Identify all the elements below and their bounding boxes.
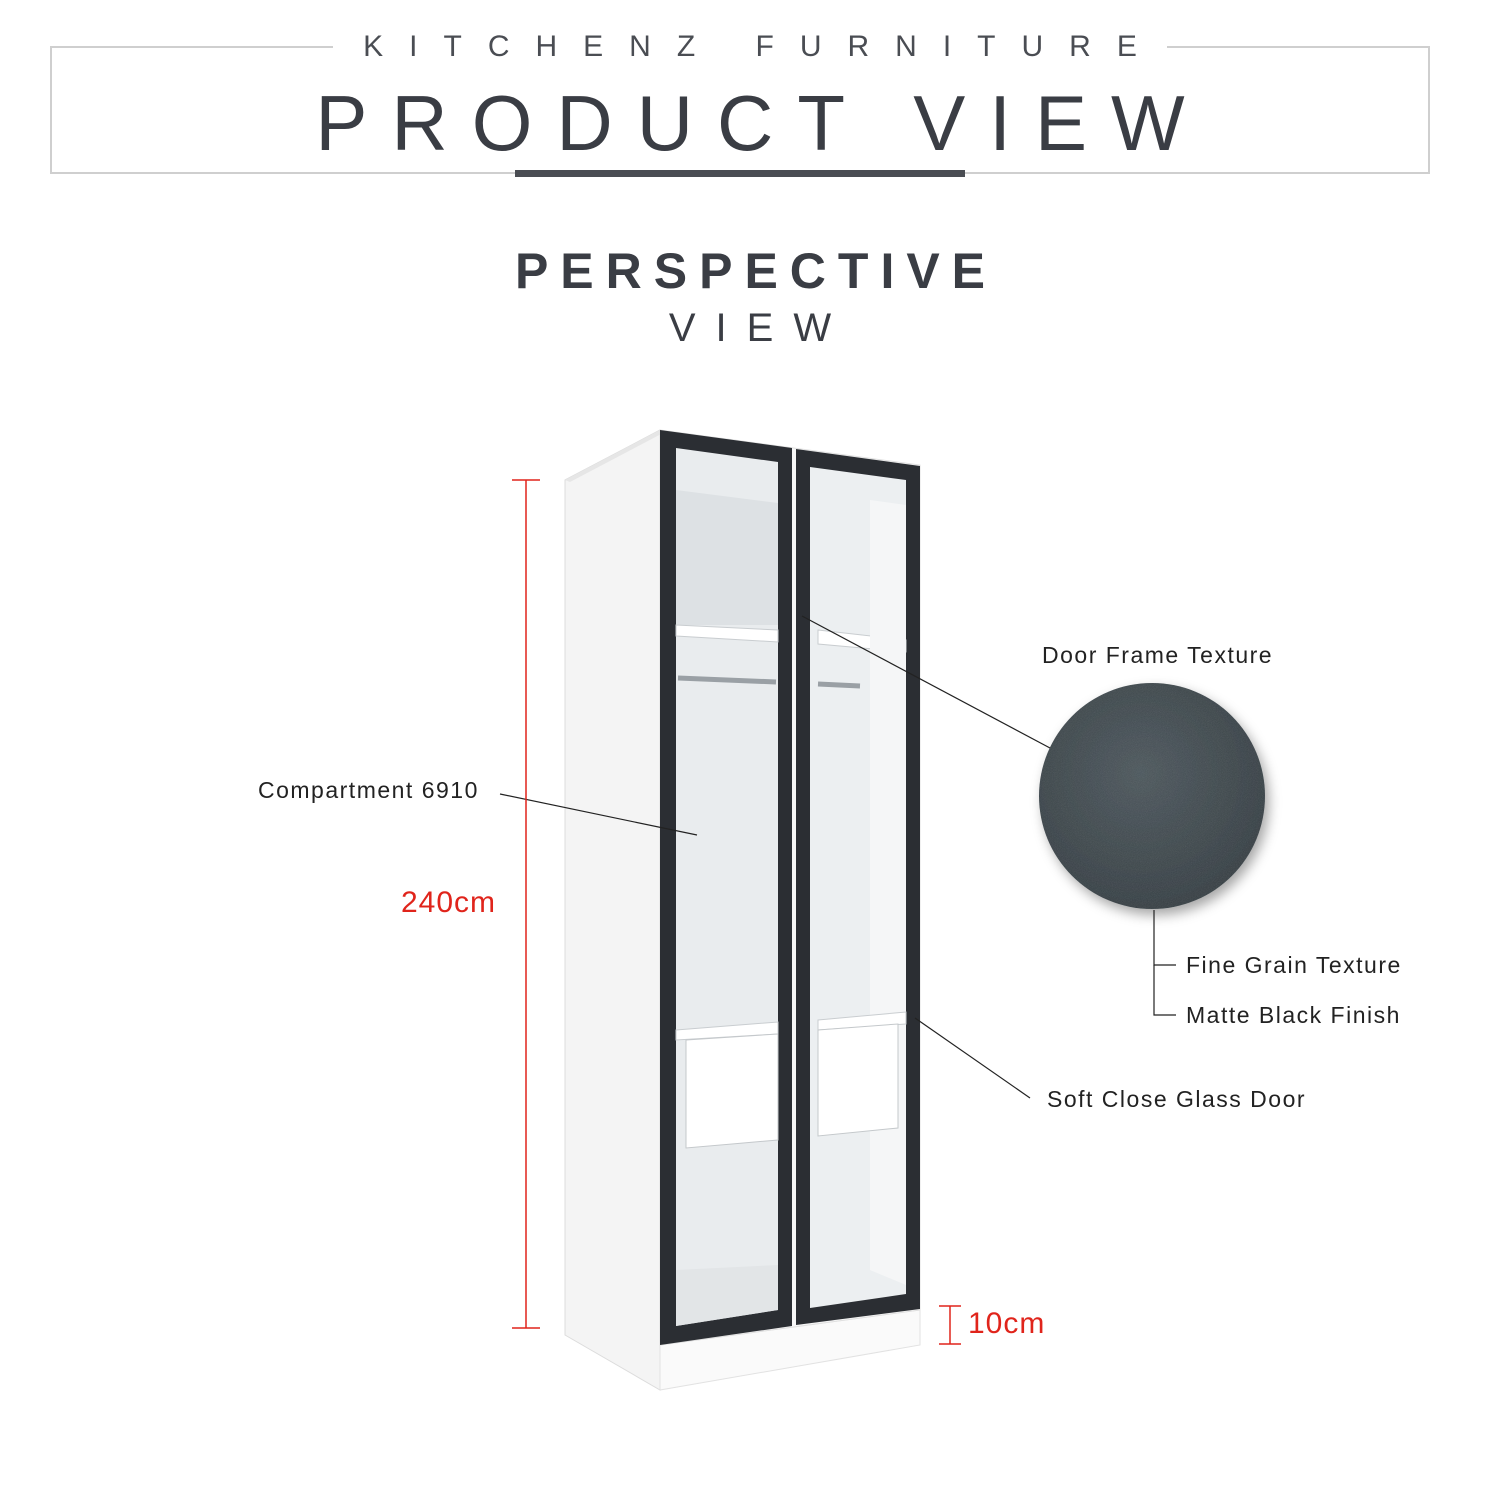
section-title: PERSPECTIVE xyxy=(514,243,998,299)
section-subtitle: VIEW xyxy=(668,306,852,350)
compartment-label: Compartment 6910 xyxy=(258,777,479,803)
plinth-dimension-label: 10cm xyxy=(968,1307,1046,1340)
matte-black-finish-label: Matte Black Finish xyxy=(1186,1002,1401,1028)
height-dimension-label: 240cm xyxy=(401,886,497,919)
brand-name: KITCHENZ FURNITURE xyxy=(0,30,1500,64)
cabinet-side-panel xyxy=(564,429,661,1391)
page-title: PRODUCT VIEW xyxy=(315,79,1209,167)
soft-close-glass-door-label: Soft Close Glass Door xyxy=(1047,1086,1307,1112)
fine-grain-texture-label: Fine Grain Texture xyxy=(1186,952,1402,978)
door-frame-texture-label: Door Frame Texture xyxy=(1042,642,1274,668)
title-underline xyxy=(515,170,965,177)
